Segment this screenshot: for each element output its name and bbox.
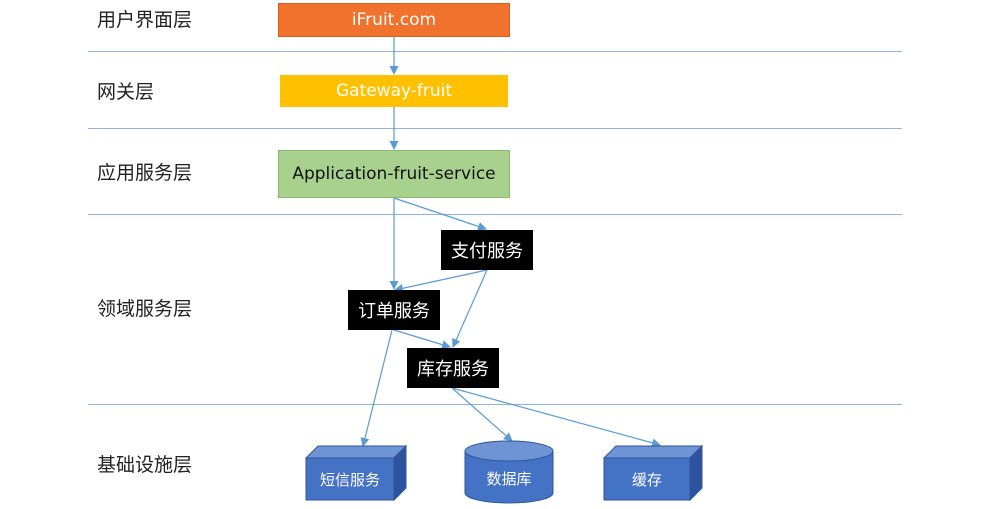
inventory-service-node: 库存服务 (407, 348, 499, 388)
layer-label-domain: 领域服务层 (97, 298, 193, 320)
ifruit-node: iFruit.com (278, 3, 510, 37)
layer-label-gateway: 网关层 (97, 81, 155, 103)
sms-service-label: 短信服务 (320, 471, 380, 489)
database-label: 数据库 (486, 470, 531, 488)
order-service-node: 订单服务 (348, 290, 440, 330)
layer-divider (88, 404, 902, 405)
layer-divider (88, 214, 902, 215)
arrow-payment-to-order (394, 269, 488, 293)
cache-cube: 缓存 (602, 444, 704, 502)
arrow-inventory-to-database (451, 387, 513, 442)
layer-divider (88, 51, 902, 52)
cache-label: 缓存 (632, 471, 662, 489)
arrow-inventory-to-cache (451, 387, 661, 448)
arrow-order-to-inventory (393, 329, 451, 349)
layer-divider (88, 128, 902, 129)
gateway-node: Gateway-fruit (280, 75, 508, 107)
sms-service-cube: 短信服务 (304, 444, 408, 502)
database-cylinder: 数据库 (464, 440, 554, 504)
layer-label-application: 应用服务层 (97, 162, 193, 184)
payment-service-node: 支付服务 (441, 230, 533, 270)
arrow-application-to-payment (393, 197, 487, 231)
arrow-order-to-sms (360, 329, 393, 447)
arrow-payment-to-inventory (452, 269, 488, 348)
application-service-node: Application-fruit-service (278, 150, 510, 198)
layer-label-infrastructure: 基础设施层 (97, 454, 193, 476)
layer-label-ui: 用户界面层 (97, 9, 193, 31)
